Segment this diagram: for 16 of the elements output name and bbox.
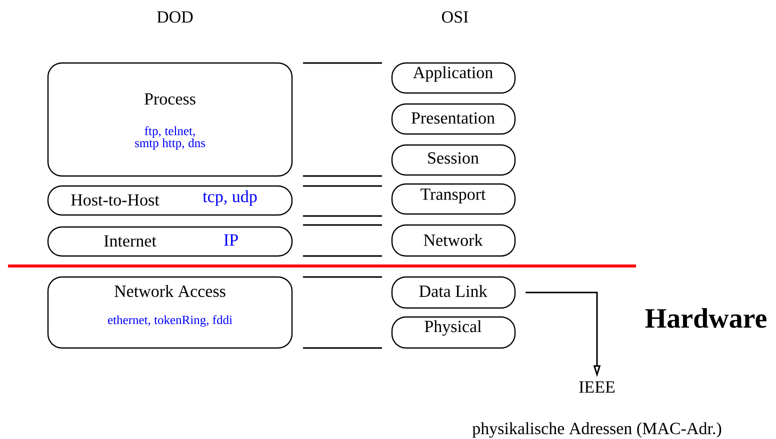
text-label: DOD (157, 11, 193, 23)
node-text: IEEE (579, 381, 615, 393)
text-label: OSI (442, 11, 468, 23)
layer-pill: Network (391, 224, 516, 257)
layer-pill: Transport (391, 183, 516, 215)
layer-pill: Session (391, 144, 516, 176)
layer-box: Network Access ethernet, tokenRing, fddi (47, 276, 293, 349)
layer-box: Process ftp, telnet, smtp http, dns (47, 62, 293, 177)
heading: Hardware (645, 308, 766, 328)
layer-box: Host-to-Host tcp, udp (47, 185, 293, 216)
layer-pill: Data Link (391, 276, 516, 309)
text-label: physikalische Adressen (MAC-Adr.) (472, 422, 722, 438)
layer-box: Internet IP (47, 226, 293, 257)
layer-pill: Presentation (391, 103, 516, 135)
layer-pill: Physical (391, 316, 516, 349)
layer-pill: Application (391, 62, 516, 94)
